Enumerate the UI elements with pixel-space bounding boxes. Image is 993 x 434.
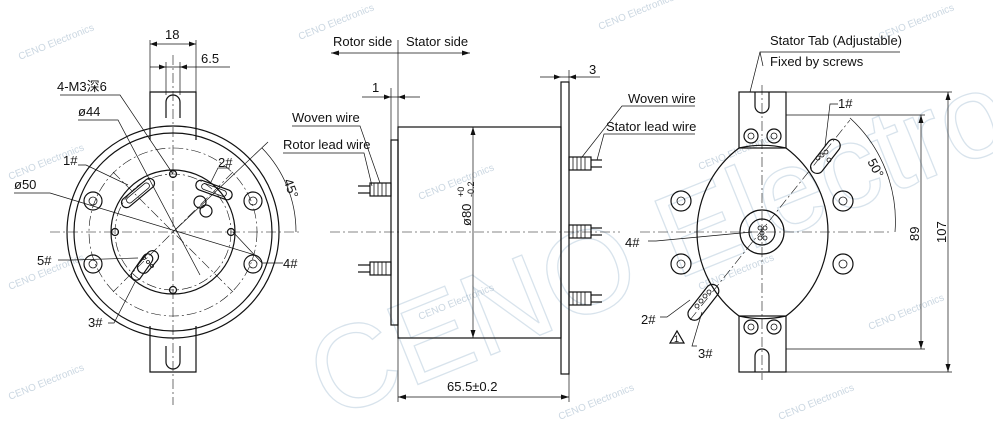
dim-1-label: 1 <box>372 80 379 95</box>
mount-hole <box>83 191 103 211</box>
pin-4-label: 4# <box>625 235 640 250</box>
fixed-by-screws-label: Fixed by screws <box>770 54 864 69</box>
leader-m3 <box>60 94 174 175</box>
pin-1-label: 1# <box>63 153 78 168</box>
angle-arc-45 <box>261 147 297 233</box>
mount-hole <box>832 190 854 212</box>
rotor-wire-bottom <box>358 261 392 276</box>
right-view: 50° Stator Tab (Adjustable) Fixed by scr… <box>625 33 952 380</box>
dia80-tol-minus: -0.2 <box>466 181 476 197</box>
dim-6-5-label: 6.5 <box>201 51 219 66</box>
m3-hole <box>168 285 178 295</box>
m3-hole <box>168 169 178 179</box>
stator-wire-top <box>568 156 602 171</box>
dim-89-label: 89 <box>907 227 922 241</box>
bottom-tab <box>149 326 197 373</box>
stator-wire-bottom <box>568 291 602 306</box>
dim-arrows <box>384 94 405 100</box>
rotor-flange <box>390 139 399 326</box>
leader-pin4 <box>232 231 283 264</box>
diagonal-centerline <box>689 119 851 321</box>
pin-2-label: 2# <box>218 155 233 170</box>
stator-wire-middle <box>568 224 602 239</box>
wire-dot <box>762 235 768 241</box>
leader-pin1 <box>824 103 838 147</box>
left-view: 18 6.5 4-M3深6 ø44 ø50 1# 2# 3# 4# 5# 45° <box>14 27 302 405</box>
leader-pin1 <box>78 164 129 186</box>
bottom-stator-tab <box>738 315 787 373</box>
leader-woven-left <box>292 125 381 184</box>
warning-triangle-icon <box>668 329 686 344</box>
wire-slot-5 <box>136 250 160 274</box>
pin-1-label: 1# <box>838 96 853 111</box>
pin-4-label: 4# <box>283 256 298 271</box>
dia80-label: ø80 <box>459 204 474 226</box>
length-label: 65.5±0.2 <box>447 379 498 394</box>
housing-arc-bottom <box>738 315 787 320</box>
angle-45-label: 45° <box>281 177 302 201</box>
wire-dot <box>762 225 768 231</box>
mount-hole <box>832 253 854 275</box>
watermark-small: CENO Electronics <box>777 382 856 422</box>
pcd-44-label: ø44 <box>78 104 100 119</box>
leader-stator-lead <box>596 133 695 161</box>
leader-pin3 <box>691 311 703 347</box>
stator-side-label: Stator side <box>406 34 468 49</box>
mount-hole <box>83 254 103 274</box>
leader-50 <box>14 192 256 256</box>
leader-44 <box>78 119 201 276</box>
pin-2-label: 2# <box>641 312 656 327</box>
wire-slot-2 <box>195 179 233 201</box>
watermark-large: CENO Electronics <box>290 0 993 434</box>
leader-woven-right <box>581 105 695 158</box>
leader-pin2 <box>209 167 230 185</box>
stator-lead-wire-label: Stator lead wire <box>606 119 696 134</box>
angle-ref-line <box>172 141 269 233</box>
watermark-small: CENO Electronics <box>867 292 946 332</box>
mount-hole <box>243 254 263 274</box>
wire-exit-2 <box>687 283 720 321</box>
dim-18-label: 18 <box>165 27 179 42</box>
wire-exit-2 <box>193 195 213 218</box>
woven-wire-right-label: Woven wire <box>628 91 696 106</box>
dim-arrows <box>159 64 187 70</box>
m3-hole <box>226 227 236 237</box>
leader-pin2 <box>660 299 691 318</box>
dim-arrows <box>554 74 576 80</box>
rotor-side-label: Rotor side <box>333 34 392 49</box>
leader-rotor-lead <box>283 152 373 187</box>
leader-pin4 <box>648 231 753 242</box>
leader-pin3 <box>108 281 136 324</box>
side-view: Rotor side Stator side 1 3 <box>283 34 696 402</box>
dia80-tol-plus: +0 <box>456 187 466 197</box>
wire-slot-1 <box>120 177 156 209</box>
pin-3-label: 3# <box>88 315 103 330</box>
stator-tab-label: Stator Tab (Adjustable) <box>770 33 902 48</box>
leader-stub <box>759 51 764 67</box>
leader-pin5 <box>58 257 139 261</box>
mount-hole <box>670 190 692 212</box>
pin-5-label: 5# <box>37 253 52 268</box>
m3-holes-label: 4-M3深6 <box>57 79 107 94</box>
housing-arc-top <box>738 144 787 149</box>
watermark-small: CENO Electronics <box>7 362 86 402</box>
watermark-small: CENO Electronics <box>17 22 96 62</box>
watermark-small: CENO Electronics <box>597 0 676 33</box>
pcd-50-label: ø50 <box>14 177 36 192</box>
warning-number: 1 <box>674 334 679 344</box>
dim-3-label: 3 <box>589 62 596 77</box>
dim-107-label: 107 <box>934 221 949 243</box>
woven-wire-left-label: Woven wire <box>292 110 360 125</box>
wire-dot <box>757 225 763 231</box>
rotor-wire-top <box>358 182 392 197</box>
pin-3-label: 3# <box>698 346 713 361</box>
mount-hole <box>670 253 692 275</box>
angle-arc-50 <box>849 117 896 233</box>
m3-hole <box>110 227 120 237</box>
dia80-label-group: ø80 +0 -0.2 <box>456 181 476 226</box>
rotor-lead-wire-label: Rotor lead wire <box>283 137 370 152</box>
mount-hole <box>243 191 263 211</box>
